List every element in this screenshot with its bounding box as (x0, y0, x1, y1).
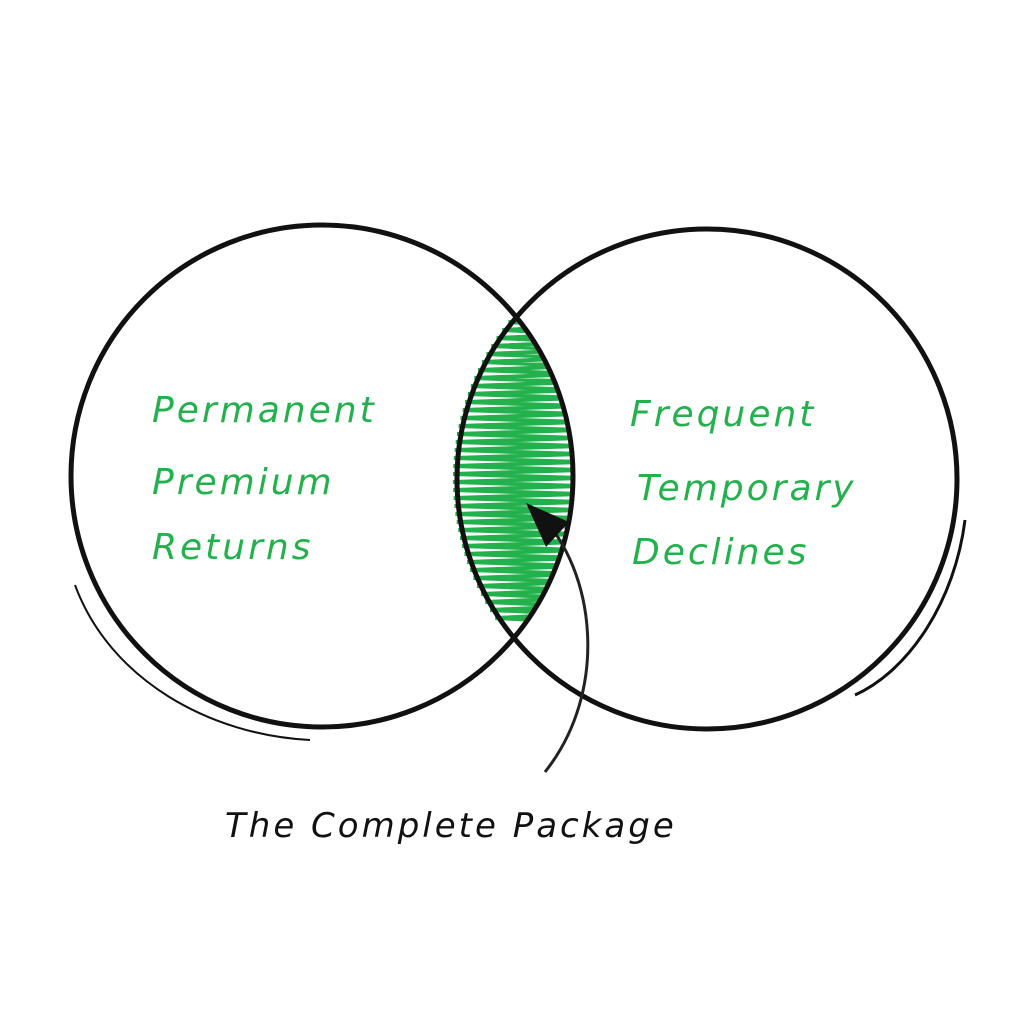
scribble-stroke (452, 316, 573, 624)
right-circle-overshoot (854, 519, 967, 697)
right-label-line-2: Temporary (637, 468, 857, 509)
left-label-line-1: Permanent (152, 390, 377, 431)
arrow-head-icon (526, 503, 569, 547)
pointer-arrow (538, 513, 590, 773)
right-circle (454, 226, 960, 732)
intersection-fill (452, 316, 573, 624)
left-circle (68, 222, 576, 730)
right-label-line-3: Declines (632, 532, 810, 573)
intersection-caption: The Complete Package (225, 806, 677, 846)
left-label-line-2: Premium (152, 462, 335, 503)
right-label-line-1: Frequent (630, 394, 817, 435)
left-label-line-3: Returns (152, 527, 314, 568)
left-circle-overshoot (74, 584, 311, 741)
